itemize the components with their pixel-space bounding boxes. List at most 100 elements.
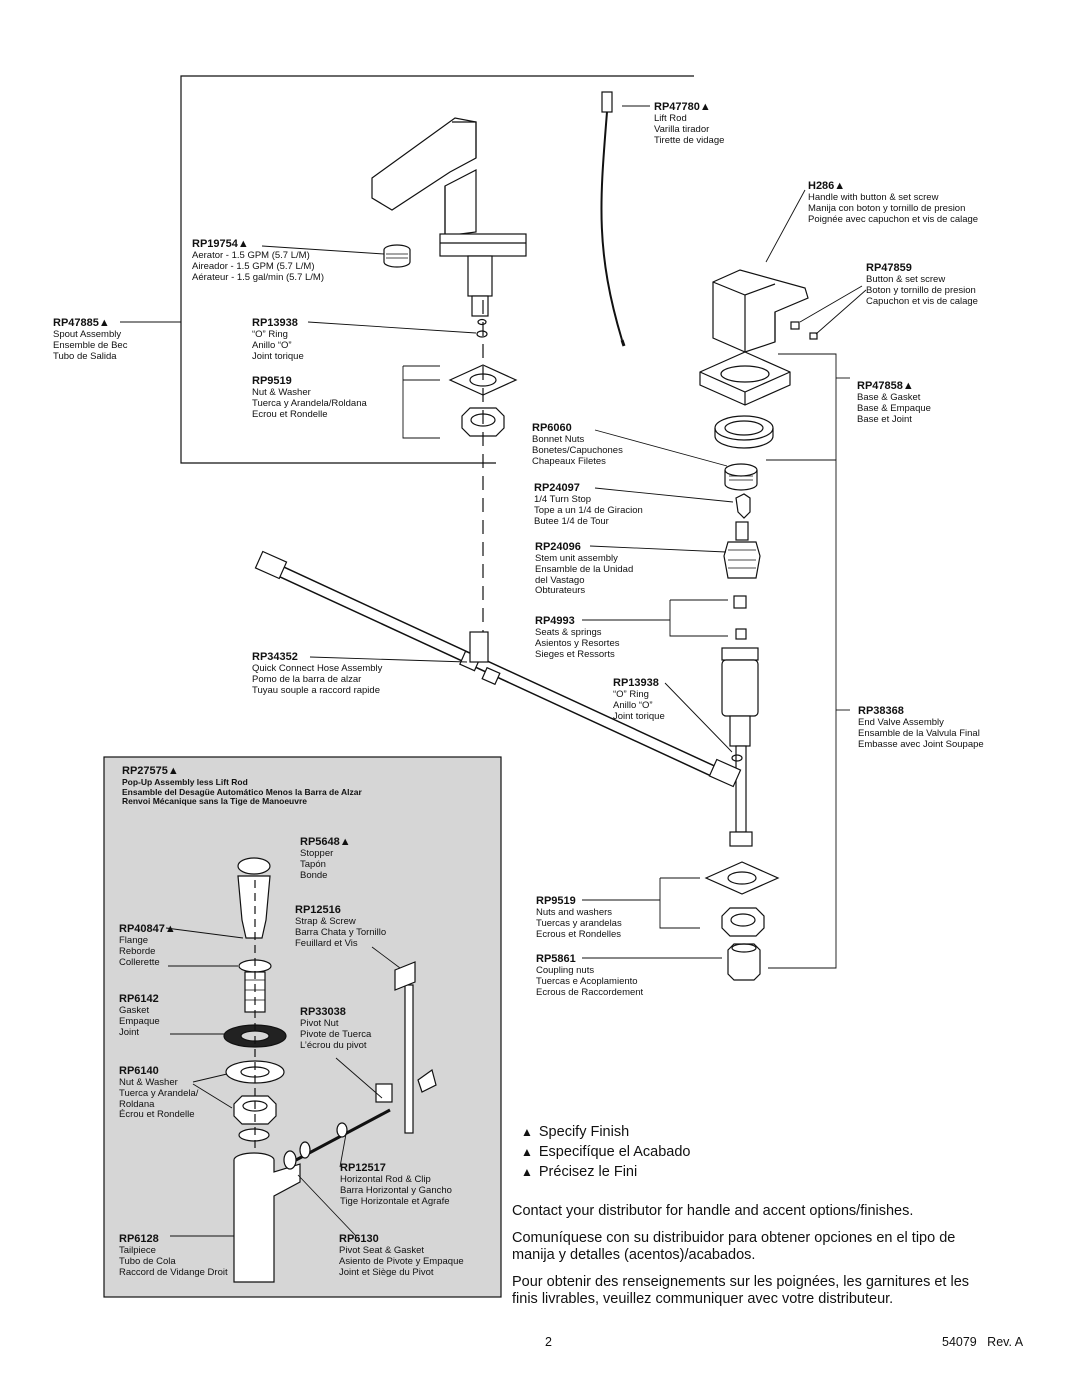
part-number: RP12516 (295, 904, 341, 916)
part-desc-en: End Valve Assembly (858, 717, 944, 729)
part-desc-fr: Base et Joint (857, 413, 912, 425)
triangle-icon: ▲ (521, 1145, 533, 1159)
part-number: RP9519 (252, 375, 292, 387)
part-desc-fr: Bonde (300, 869, 328, 881)
part-desc-es: Tubo de Cola (119, 1255, 176, 1267)
note-es: Comuníquese con su distribuidor para obt… (512, 1230, 956, 1263)
part-number: RP47780▲ (654, 101, 711, 113)
part-number: RP6130 (339, 1233, 379, 1245)
part-number: RP40847▲ (119, 923, 176, 935)
part-desc-es: Pivote de Tuerca (300, 1028, 372, 1040)
part-desc-en: Nut & Washer (119, 1077, 178, 1089)
part-desc-fr: Ecrous de Raccordement (536, 986, 644, 998)
label-rp24097: RP24097 1/4 Turn Stop Tope a un 1/4 de G… (534, 482, 643, 527)
part-desc-es: Anillo “O” (252, 339, 292, 351)
page-number: 2 (545, 1335, 552, 1349)
part-number: RP47858▲ (857, 380, 914, 392)
part-desc-es: Reborde (119, 945, 156, 957)
part-desc-fr: Ecrou et Rondelle (252, 408, 328, 420)
part-desc-en: Pivot Seat & Gasket (339, 1245, 425, 1257)
part-desc-en: Gasket (119, 1005, 150, 1017)
lift-rod (600, 111, 623, 341)
part-number: RP13938 (613, 677, 659, 689)
label-rp6130: RP6130 Pivot Seat & Gasket Asiento de Pi… (339, 1233, 464, 1278)
part-number: RP19754▲ (192, 238, 249, 250)
part-desc-es: Bonetes/Capuchones (532, 444, 623, 456)
label-rp13938-top: RP13938 “O” Ring Anillo “O” Joint toriqu… (252, 317, 304, 362)
label-rp47885: RP47885▲ Spout Assembly Ensemble de Bec … (53, 317, 127, 362)
triangle-icon: ▲ (521, 1125, 533, 1139)
part-number: RP47859 (866, 262, 912, 274)
part-number: H286▲ (808, 180, 846, 192)
part-number: RP12517 (340, 1162, 386, 1174)
handle (712, 269, 809, 353)
label-rp5861: RP5861 Coupling nuts Tuercas e Acoplamie… (536, 953, 643, 998)
label-rp27575: RP27575▲ Pop-Up Assembly less Lift Rod E… (122, 765, 362, 807)
part-number: RP27575▲ (122, 765, 179, 777)
end-valve (721, 647, 759, 847)
part-desc-fr: Poignée avec capuchon et vis de calage (808, 213, 979, 225)
square-washer-bottom (704, 861, 780, 895)
label-rp38368: RP38368 End Valve Assembly Ensamble de l… (858, 705, 984, 750)
label-rp6140: RP6140 Nut & Washer Tuerca y Arandela/ R… (119, 1065, 198, 1121)
part-number: RP5648▲ (300, 836, 351, 848)
part-desc-en: Quick Connect Hose Assembly (252, 663, 383, 675)
label-rp33038: RP33038 Pivot Nut Pivote de Tuerca L’écr… (300, 1006, 371, 1051)
part-desc-en: Base & Gasket (857, 392, 921, 404)
part-desc-fr: Joint torique (613, 710, 665, 722)
finish-legend: ▲Specify Finish ▲Especifíque el Acabado … (521, 1122, 690, 1182)
part-desc-fr: Butee 1/4 de Tour (534, 515, 609, 527)
part-desc-es: Manija con boton y tornillo de presion (808, 202, 966, 214)
legend-row-es: ▲Especifíque el Acabado (521, 1142, 690, 1162)
part-desc-fr: Obturateurs (535, 585, 586, 597)
part-desc-en: “O” Ring (613, 689, 649, 701)
label-rp12516: RP12516 Strap & Screw Barra Chata y Torn… (295, 904, 386, 949)
distributor-notes: Contact your distributor for handle and … (512, 1203, 987, 1318)
part-desc-fr: Tirette de vidage (654, 134, 725, 146)
quick-connect-hose (254, 550, 742, 788)
part-number: RP33038 (300, 1006, 346, 1018)
label-rp5648: RP5648▲ Stopper Tapón Bonde (300, 836, 351, 881)
part-desc-es-2: Roldana (119, 1098, 155, 1110)
part-desc-fr: Joint et Siège du Pivot (339, 1266, 434, 1278)
label-rp47780: RP47780▲ Lift Rod Varilla tirador Tirett… (654, 101, 724, 146)
o-ring-small (476, 330, 488, 338)
part-desc-en: Strap & Screw (295, 916, 356, 928)
part-desc-fr: Joint (119, 1026, 140, 1038)
note-fr: Pour obtenir des renseignements sur les … (512, 1274, 970, 1307)
base-gasket (714, 415, 774, 449)
part-desc-es: Asientos y Resortes (535, 637, 620, 649)
part-desc-es: Ensamble de la Valvula Final (858, 727, 980, 739)
label-h286: H286▲ Handle with button & set screw Man… (808, 180, 978, 225)
hex-nut-bottom (721, 907, 765, 937)
part-desc-fr: L’écrou du pivot (300, 1039, 367, 1051)
aerator (383, 244, 411, 268)
part-desc-es: Pomo de la barra de alzar (252, 673, 362, 685)
spring (733, 595, 747, 609)
legend-row-fr: ▲Précisez le Fini (521, 1162, 690, 1182)
part-number: RP6128 (119, 1233, 159, 1245)
part-number: RP6142 (119, 993, 159, 1005)
horizontal-rod (283, 1108, 391, 1170)
part-number: RP13938 (252, 317, 298, 329)
part-desc-es: Tope a un 1/4 de Giracion (534, 504, 643, 516)
popup-assembly-box (103, 756, 502, 1298)
part-number: RP6140 (119, 1065, 159, 1077)
label-rp40847: RP40847▲ Flange Reborde Collerette (119, 923, 176, 968)
part-desc-fr: Renvoi Mécanique sans la Tige de Manoeuv… (122, 796, 308, 807)
part-desc-es: Ensamble de la Unidad (535, 563, 634, 575)
part-number: RP24096 (535, 541, 581, 553)
label-rp12517: RP12517 Horizontal Rod & Clip Barra Hori… (340, 1162, 452, 1207)
part-desc-en: Nut & Washer (252, 387, 311, 399)
part-desc-en: Flange (119, 935, 149, 947)
label-rp34352: RP34352 Quick Connect Hose Assembly Pomo… (252, 651, 382, 696)
part-number: RP6060 (532, 422, 572, 434)
part-desc-en: Pop-Up Assembly less Lift Rod (122, 777, 248, 788)
legend-text: Précisez le Fini (538, 1164, 638, 1180)
part-desc-en: Lift Rod (654, 113, 687, 125)
part-desc-fr: Raccord de Vidange Droit (119, 1266, 228, 1278)
part-desc-fr: Écrou et Rondelle (119, 1109, 195, 1121)
part-desc-en: Pivot Nut (300, 1018, 339, 1030)
part-desc-es: Ensamble del Desagüe Automático Menos la… (122, 786, 362, 797)
part-desc-fr: Collerette (119, 956, 160, 968)
